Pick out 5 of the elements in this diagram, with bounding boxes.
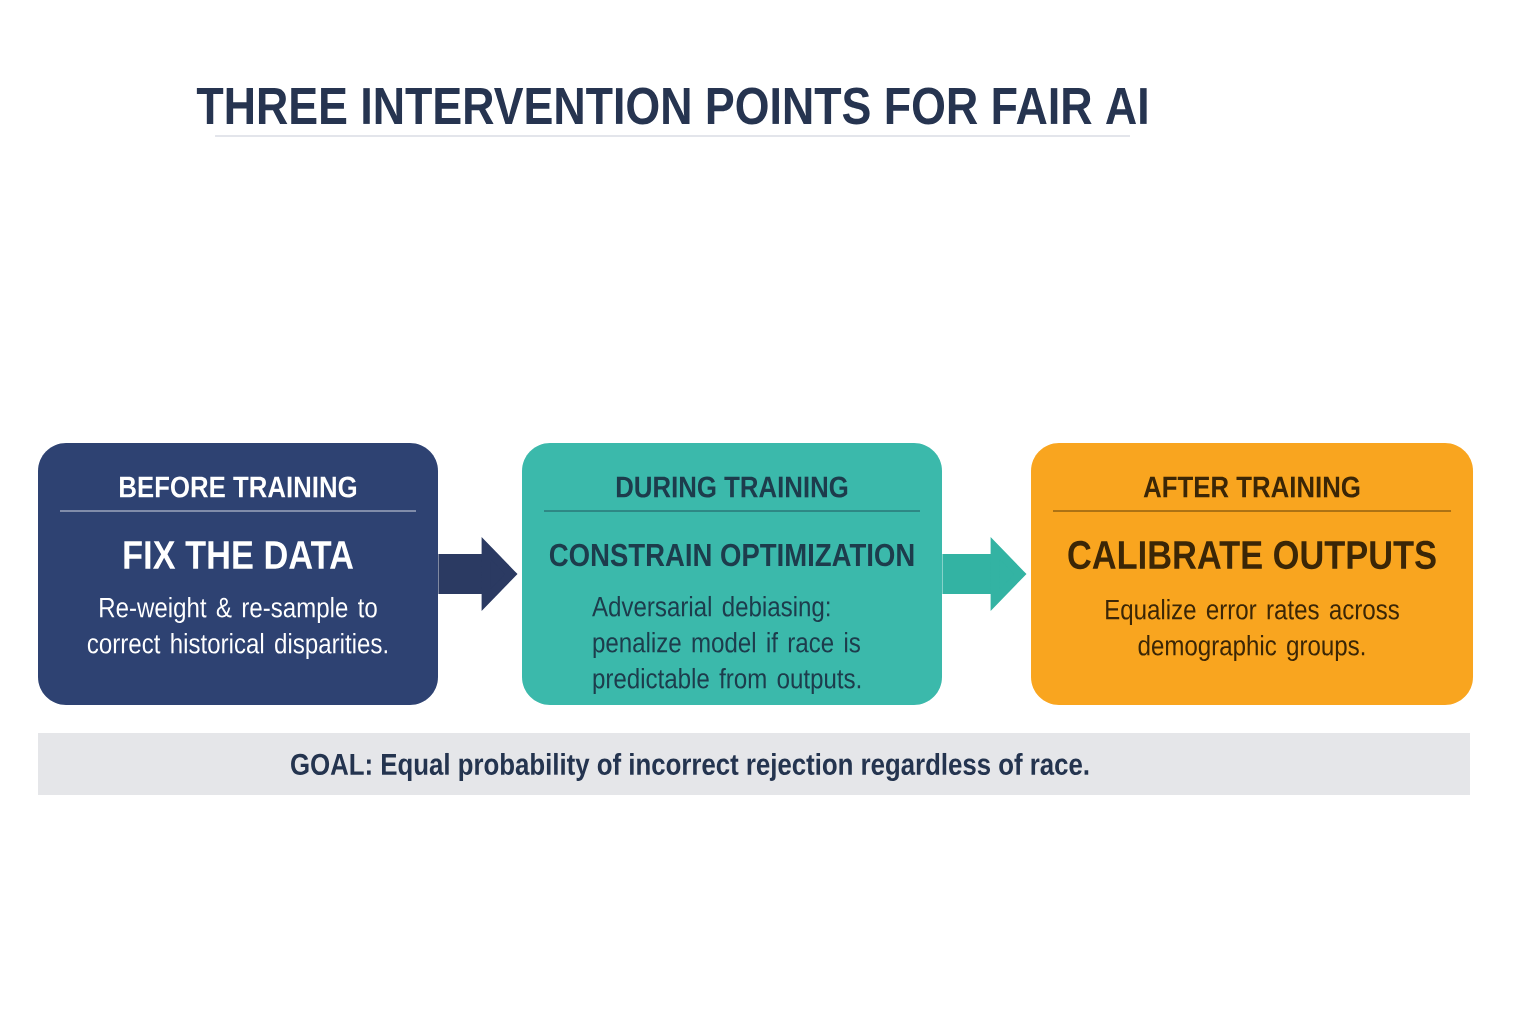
process-box: BEFORE TRAINING FIX THE DATA Re-weight & re-sample to correct historical disparities. xyxy=(38,443,438,705)
goal-band: GOAL: Equal probability of incorrect rejection regardless of race. xyxy=(38,733,1470,795)
process-box: DURING TRAINING CONSTRAIN OPTIMIZATION Adversarial debiasing: penalize model if race is predictable from outputs. xyxy=(522,443,942,705)
process-box: AFTER TRAINING CALIBRATE OUTPUTS Equalize error rates across demographic groups. xyxy=(1031,443,1473,705)
title: THREE INTERVENTION POINTS FOR FAIR AI xyxy=(196,87,1147,125)
